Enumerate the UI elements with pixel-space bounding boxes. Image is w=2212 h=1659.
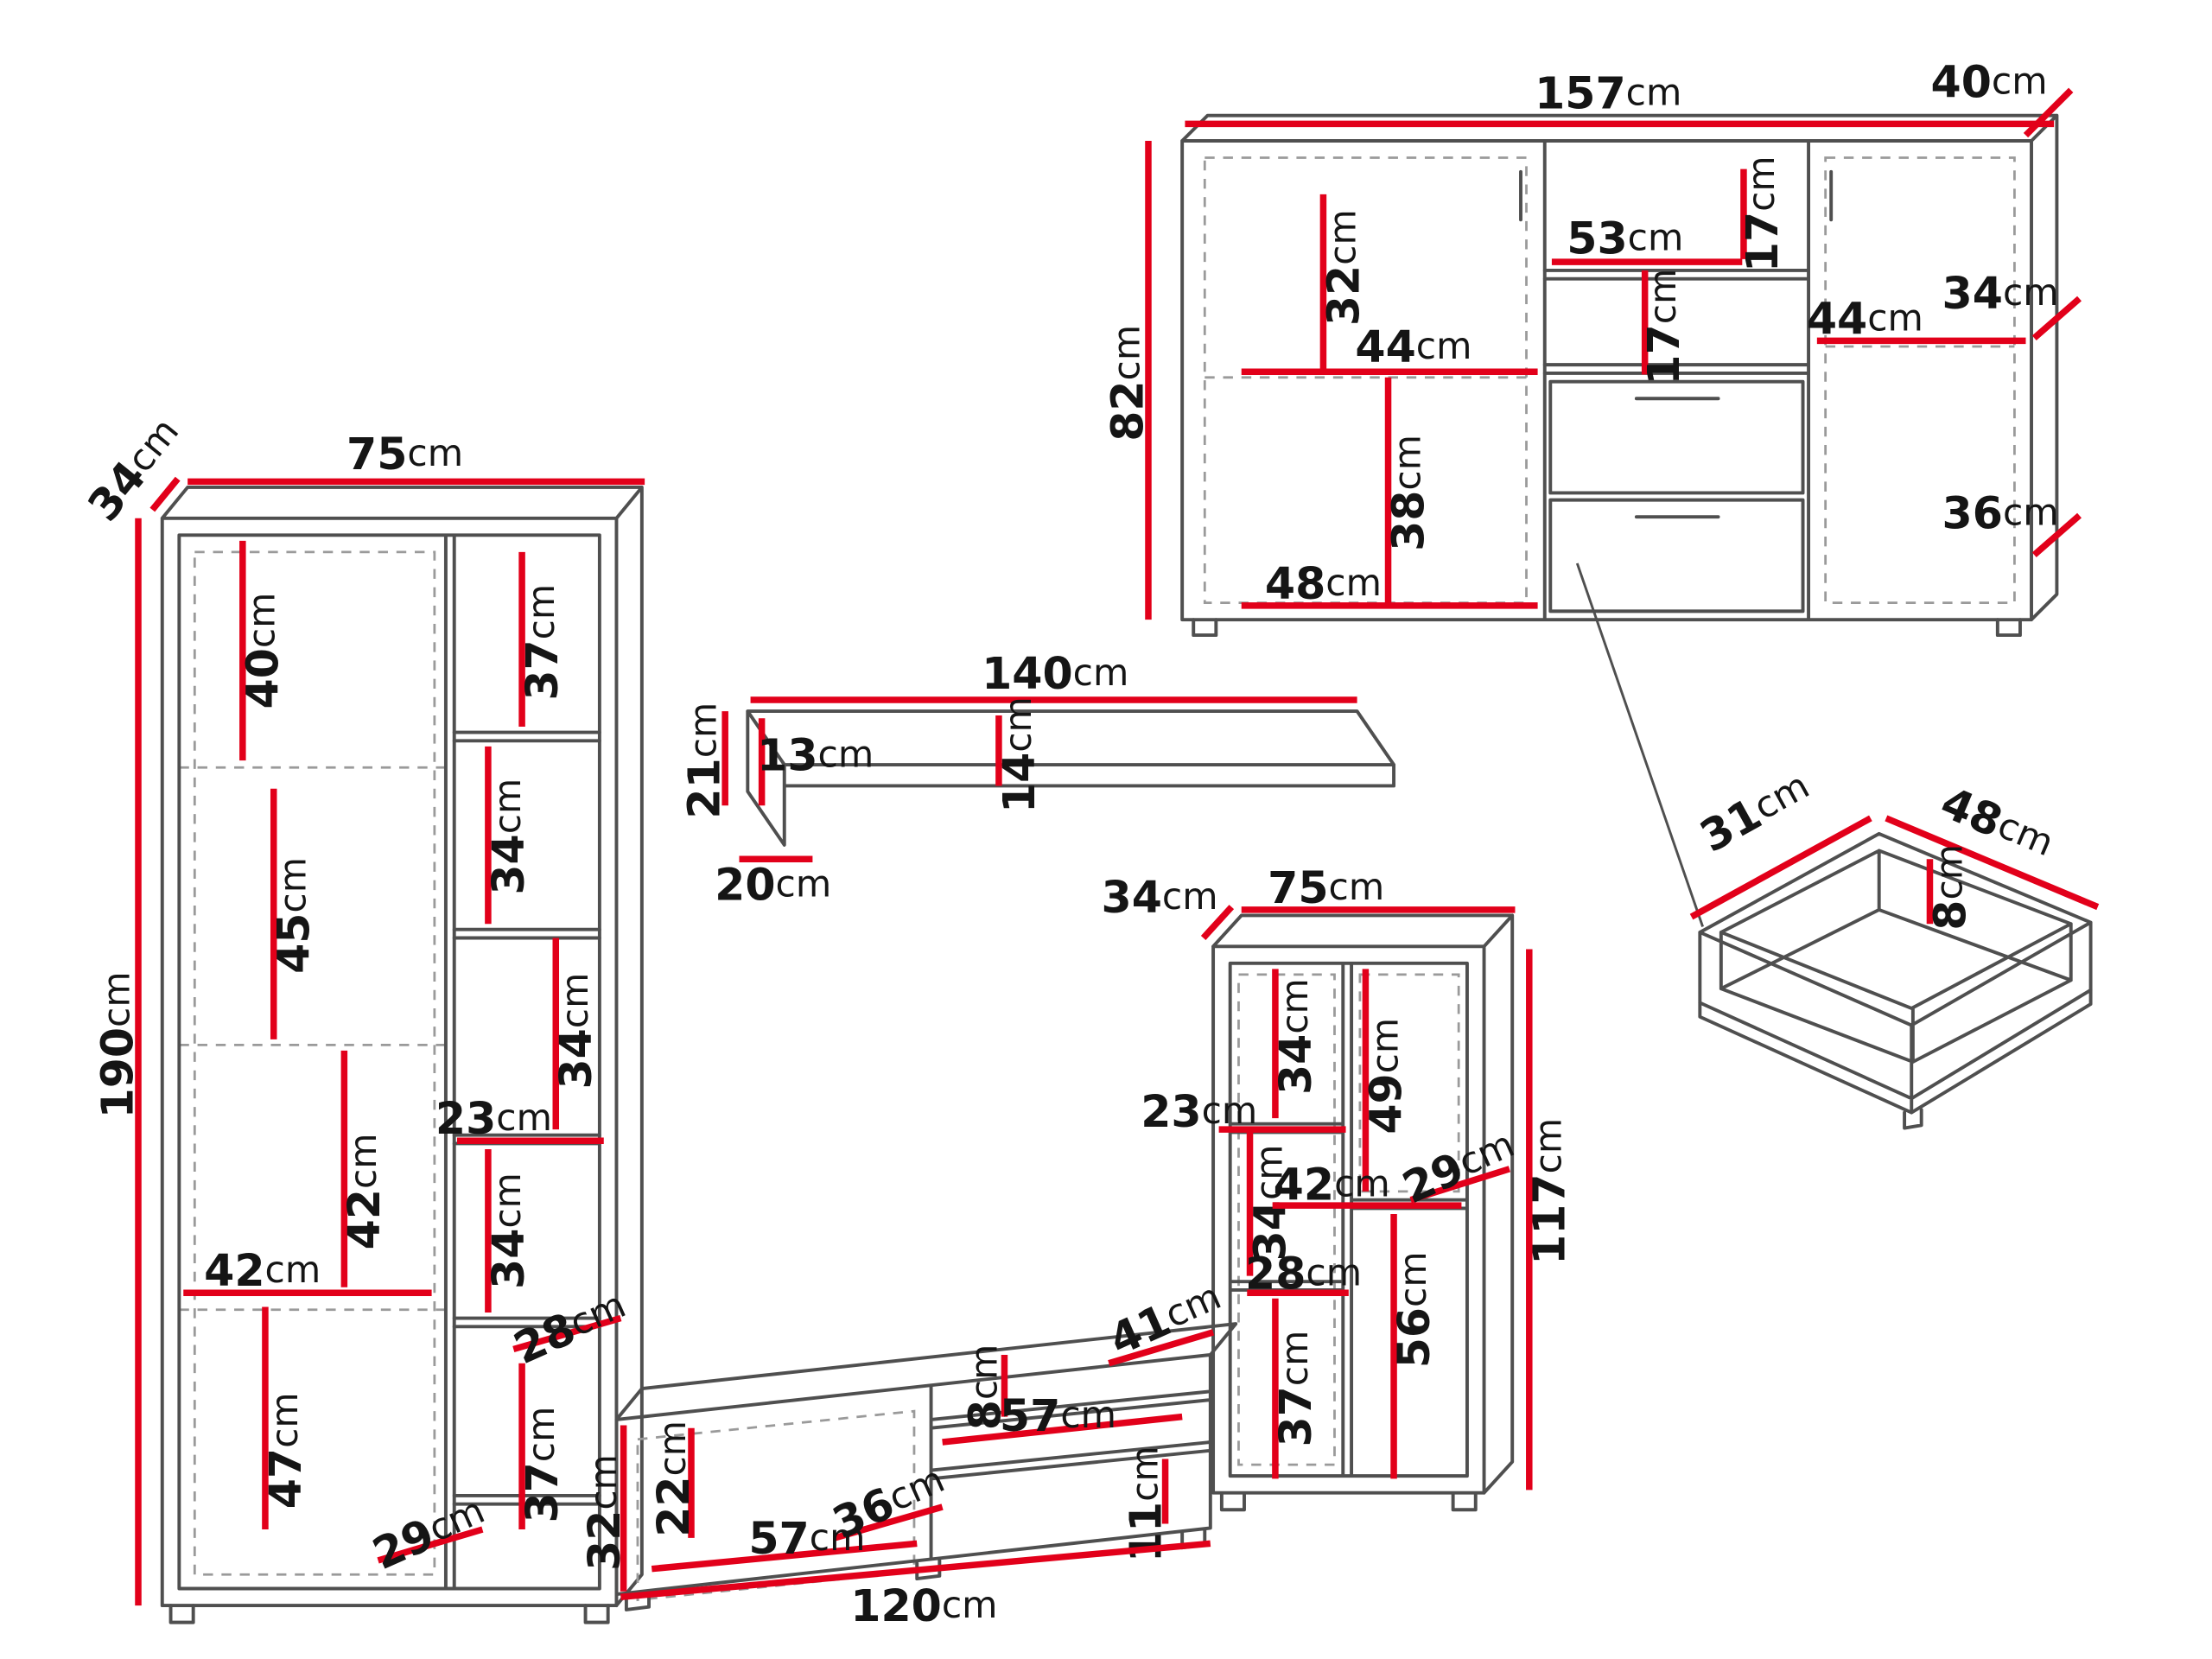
bookcase-dimension-label-29cm: 29cm — [365, 1485, 493, 1580]
wall-shelf-dimension-label-140cm: 140cm — [982, 648, 1128, 699]
bookcase-dimension-label-34cm: 34cm — [482, 779, 533, 895]
tv-stand-body — [614, 1322, 1238, 1611]
tv-stand — [614, 1322, 1238, 1611]
drawer-dimension-line-48cm — [1885, 815, 2100, 911]
bookcase-dimension-label-75cm: 75cm — [346, 428, 463, 479]
sideboard-dimension-label-48cm: 48cm — [1265, 557, 1382, 608]
bookcase-dimension-label-34cm: 34cm — [550, 973, 601, 1090]
sideboard-dimension-label-34cm: 34cm — [1942, 268, 2059, 319]
sideboard-dimension-label-17cm: 17cm — [1637, 269, 1688, 385]
cabinet-dimension-label-49cm: 49cm — [1360, 1018, 1411, 1135]
cabinet-dimension-label-42cm: 42cm — [1274, 1159, 1390, 1210]
bookcase-dimension-label-32cm: 32cm — [578, 1454, 629, 1571]
cabinet-dimension-label-56cm: 56cm — [1388, 1251, 1439, 1368]
bookcase-dimension-line-28cm — [512, 1314, 622, 1353]
sideboard-dimension-label-17cm: 17cm — [1737, 156, 1788, 272]
sideboard-dimension-label-82cm: 82cm — [1102, 325, 1153, 442]
bookcase-dimension-label-34cm: 34cm — [482, 1173, 533, 1289]
sideboard-dimension-label-157cm: 157cm — [1535, 67, 1681, 118]
drawer-body — [1698, 831, 2093, 1130]
bookcase-dimension-label-37cm: 37cm — [516, 584, 567, 701]
cabinet-dimension-label-28cm: 28cm — [1245, 1248, 1362, 1299]
wall-shelf-dimension-label-13cm: 13cm — [757, 729, 874, 780]
bookcase-dimension-label-34cm: 34cm — [78, 408, 191, 531]
sideboard-body — [1180, 113, 2059, 622]
sideboard-dimension-label-32cm: 32cm — [1318, 209, 1369, 326]
cabinet-dimension-label-117cm: 117cm — [1523, 1118, 1574, 1265]
sideboard-dimension-label-38cm: 38cm — [1382, 435, 1433, 551]
cabinet-dimension-label-34cm: 34cm — [1269, 978, 1320, 1095]
tv-stand-dimension-line-57cm — [942, 1413, 1183, 1446]
bookcase-dimension-line-29cm — [377, 1526, 484, 1564]
cabinet-dimension-label-34cm: 34cm — [1244, 1144, 1295, 1261]
bookcase-dimension-label-23cm: 23cm — [435, 1093, 552, 1144]
cabinet-dimension-label-23cm: 23cm — [1141, 1086, 1257, 1137]
tv-stand-dimension-line-57cm — [651, 1540, 918, 1573]
drawer — [1575, 563, 2093, 1130]
sideboard-shelves-and-drawers — [1192, 169, 2022, 638]
tv-stand-dimension-label-57cm: 57cm — [748, 1512, 865, 1563]
cabinet-dimension-label-75cm: 75cm — [1268, 861, 1384, 912]
bookcase-body — [160, 485, 644, 1608]
bookcase-dimension-label-28cm: 28cm — [506, 1280, 633, 1374]
drawer-dimension-line-31cm — [1689, 815, 1872, 920]
cabinet-dimension-line-29cm — [1409, 1166, 1511, 1204]
cabinet-dimension-label-34cm: 34cm — [1101, 872, 1217, 923]
bookcase-dimension-label-40cm: 40cm — [237, 593, 288, 709]
tv-stand-dimension-label-120cm: 120cm — [850, 1580, 997, 1631]
bookcase-hidden-lines — [179, 550, 446, 1576]
cabinet-dimension-label-37cm: 37cm — [1269, 1331, 1320, 1447]
sideboard-dimension-line-40cm — [2023, 87, 2074, 138]
tv-stand-hidden-lines — [636, 1409, 916, 1602]
tv-stand-dimension-label-57cm: 57cm — [1000, 1390, 1116, 1441]
sideboard-dimension-label-44cm: 44cm — [1807, 293, 1923, 344]
sideboard-dimension-label-53cm: 53cm — [1567, 213, 1683, 264]
drawer-callout-line — [1575, 563, 1705, 927]
wall-shelf — [746, 709, 1396, 847]
wall-shelf-dimension-label-14cm: 14cm — [993, 696, 1044, 813]
sideboard-dimension-line-34cm — [2031, 296, 2082, 340]
wall-shelf-body — [746, 709, 1396, 847]
tv-stand-dimension-label-41cm: 41cm — [1102, 1271, 1229, 1365]
drawer-dimension-label-31cm: 31cm — [1692, 760, 1819, 861]
bookcase-dimension-label-42cm: 42cm — [204, 1245, 321, 1296]
tv-stand-dimension-line-120cm — [620, 1540, 1211, 1601]
tv-stand-dimension-line-41cm — [1108, 1329, 1215, 1367]
sideboard-dimension-label-44cm: 44cm — [1355, 321, 1471, 372]
wall-shelf-dimension-label-20cm: 20cm — [715, 859, 831, 910]
bookcase-dimension-label-37cm: 37cm — [516, 1407, 567, 1523]
bookcase-dimension-label-45cm: 45cm — [268, 857, 319, 974]
tv-stand-dimension-label-22cm: 22cm — [647, 1421, 698, 1537]
drawer-dimension-label-8cm: 8cm — [1924, 844, 1975, 931]
tv-stand-dimension-line-36cm — [834, 1503, 944, 1541]
bookcase-dimension-label-47cm: 47cm — [259, 1392, 310, 1509]
sideboard-dimension-line-36cm — [2031, 512, 2082, 557]
cabinet-dimension-line-34cm — [1200, 905, 1235, 941]
cabinet-hidden-lines — [1237, 973, 1460, 1466]
tv-stand-dimension-label-8cm: 8cm — [959, 1344, 1010, 1431]
wall-shelf-dimension-label-21cm: 21cm — [678, 702, 729, 819]
bookcase-dimension-line-34cm — [149, 476, 181, 512]
sideboard — [1180, 113, 2059, 638]
sideboard-dimension-label-36cm: 36cm — [1942, 487, 2059, 538]
bookcase-dimension-label-190cm: 190cm — [92, 971, 143, 1118]
bookcase-dimension-label-42cm: 42cm — [339, 1133, 390, 1249]
sideboard-dimension-label-40cm: 40cm — [1930, 56, 2047, 107]
